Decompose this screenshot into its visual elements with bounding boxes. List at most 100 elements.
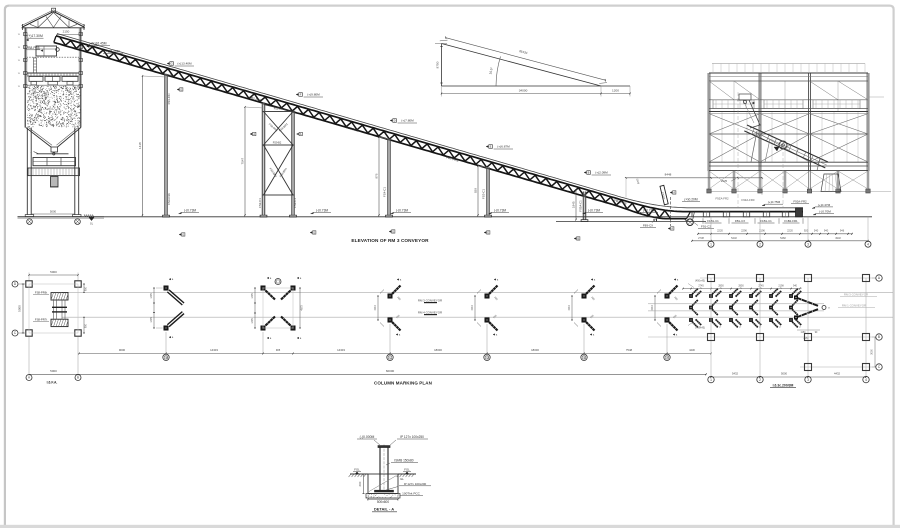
svg-text:16.5°: 16.5° (488, 66, 494, 75)
svg-text:B: B (588, 172, 590, 175)
svg-text:(-)0.73M: (-)0.73M (643, 208, 655, 212)
svg-text:FS4-C1: FS4-C1 (382, 187, 386, 197)
svg-text:IP 127x 100x250: IP 127x 100x250 (400, 435, 424, 439)
svg-text:500x600: 500x600 (377, 500, 389, 504)
svg-text:E: E (487, 232, 489, 235)
svg-text:4432: 4432 (834, 372, 840, 376)
svg-text:2x: 2x (799, 326, 802, 329)
svg-text:GL: GL (400, 477, 404, 481)
svg-text:1418: 1418 (138, 142, 142, 149)
svg-text:1: 1 (710, 378, 712, 382)
svg-text:(-)0.000M: (-)0.000M (360, 435, 375, 439)
svg-text:2: 2 (759, 242, 761, 246)
svg-text:905: 905 (276, 348, 281, 352)
svg-text:a: a (300, 337, 302, 340)
svg-text:5432: 5432 (732, 372, 738, 376)
svg-text:A: A (673, 192, 675, 195)
svg-text:RM 1 CONVEYOR: RM 1 CONVEYOR (842, 303, 866, 307)
svg-text:1540: 1540 (568, 305, 571, 311)
svg-text:2x: 2x (799, 287, 802, 290)
svg-text:540: 540 (814, 229, 819, 233)
svg-text:FB7-PR8: FB7-PR8 (446, 155, 460, 162)
svg-text:1: 1 (710, 242, 712, 246)
svg-text:5482: 5482 (780, 236, 786, 240)
svg-text:2850: 2850 (738, 284, 744, 287)
svg-text:a: a (677, 279, 679, 282)
svg-text:2x: 2x (699, 326, 702, 329)
svg-text:COLUMN MARKING PLAN: COLUMN MARKING PLAN (374, 380, 432, 385)
svg-text:Y: Y (828, 306, 830, 310)
svg-text:14303: 14303 (210, 348, 218, 352)
svg-text:FB5: FB5 (493, 297, 498, 302)
svg-text:(450x45): (450x45) (695, 279, 705, 282)
svg-text:FB5: FB5 (673, 314, 678, 319)
svg-text:2: 2 (759, 378, 761, 382)
svg-text:D: D (392, 231, 394, 234)
svg-text:1540: 1540 (374, 305, 377, 311)
svg-text:2745: 2745 (698, 284, 704, 287)
svg-text:FS5A-C1: FS5A-C1 (579, 200, 583, 212)
svg-text:RM 3 CONVEYOR: RM 3 CONVEYOR (418, 298, 442, 302)
svg-text:F93A-FR0: F93A-FR0 (742, 198, 755, 202)
svg-text:7548: 7548 (626, 348, 633, 352)
svg-text:5432: 5432 (731, 236, 737, 240)
svg-text:(+)0.47M: (+)0.47M (818, 203, 831, 207)
svg-text:946: 946 (840, 229, 845, 233)
svg-text:G: G (171, 63, 173, 66)
svg-text:(+)0.20M: (+)0.20M (684, 197, 698, 201)
svg-text:B: B (878, 335, 880, 339)
svg-text:A: A (671, 228, 673, 231)
svg-text:2925: 2925 (721, 179, 728, 183)
svg-text:FS8-PR6t: FS8-PR6t (35, 291, 48, 295)
svg-text:(+)7.80M: (+)7.80M (401, 119, 414, 123)
svg-text:FS1-B2: FS1-B2 (274, 108, 283, 111)
svg-text:FS3-C1: FS3-C1 (258, 198, 262, 208)
svg-text:FB7-PR8: FB7-PR8 (614, 198, 628, 205)
svg-text:3000: 3000 (871, 349, 874, 355)
svg-text:1540: 1540 (471, 305, 474, 311)
svg-text:GL: GL (90, 223, 94, 226)
svg-text:4870: 4870 (301, 305, 304, 311)
svg-text:a: a (400, 279, 402, 282)
svg-text:2x: 2x (719, 326, 722, 329)
svg-text:(-)0.73M: (-)0.73M (316, 208, 328, 212)
svg-text:(+)2.09M: (+)2.09M (595, 171, 608, 175)
svg-text:a: a (172, 278, 174, 281)
svg-text:(-)0.73M: (-)0.73M (396, 208, 408, 212)
svg-text:90: 90 (815, 332, 818, 334)
svg-text:FGL: FGL (404, 468, 410, 472)
svg-text:1540: 1540 (651, 305, 654, 311)
svg-text:FB5: FB5 (396, 314, 401, 319)
svg-text:RM 3 CONVEYOR: RM 3 CONVEYOR (844, 292, 868, 296)
svg-text:5000: 5000 (50, 270, 57, 274)
svg-text:920: 920 (804, 229, 809, 233)
svg-text:G: G (180, 89, 182, 92)
svg-text:ELEVATION OF RM 3 CONVEYOR: ELEVATION OF RM 3 CONVEYOR (351, 238, 429, 243)
svg-text:7E: 7E (582, 356, 585, 360)
svg-text:a: a (300, 277, 302, 280)
svg-text:FB5: FB5 (673, 297, 678, 302)
svg-text:2745: 2745 (758, 284, 764, 287)
svg-text:RM 4 CONVEYOR: RM 4 CONVEYOR (418, 310, 442, 314)
svg-text:C: C (14, 331, 17, 335)
svg-text:(-)0.73M: (-)0.73M (494, 208, 506, 212)
svg-text:FS9-B2: FS9-B2 (273, 142, 282, 145)
svg-text:2850: 2850 (718, 284, 724, 287)
svg-text:W: W (18, 60, 21, 62)
svg-text:(-)0.70M: (-)0.70M (819, 209, 831, 213)
svg-text:9750: 9750 (435, 61, 439, 68)
svg-text:2528: 2528 (635, 178, 641, 185)
svg-text:2220: 2220 (717, 229, 723, 233)
svg-text:a: a (593, 334, 595, 337)
svg-text:7D: 7D (485, 356, 488, 360)
svg-text:976: 976 (374, 173, 378, 178)
svg-text:FB7-PR8: FB7-PR8 (249, 95, 263, 102)
svg-text:3: 3 (807, 378, 809, 382)
svg-text:(+)15.70M: (+)15.70M (104, 49, 119, 53)
svg-text:(+)6.87M: (+)6.87M (497, 145, 510, 149)
svg-text:2x: 2x (779, 326, 782, 329)
svg-text:FB5: FB5 (396, 297, 401, 302)
svg-text:60000: 60000 (386, 369, 395, 373)
svg-text:D: D (394, 120, 396, 123)
svg-text:5000: 5000 (50, 369, 57, 373)
